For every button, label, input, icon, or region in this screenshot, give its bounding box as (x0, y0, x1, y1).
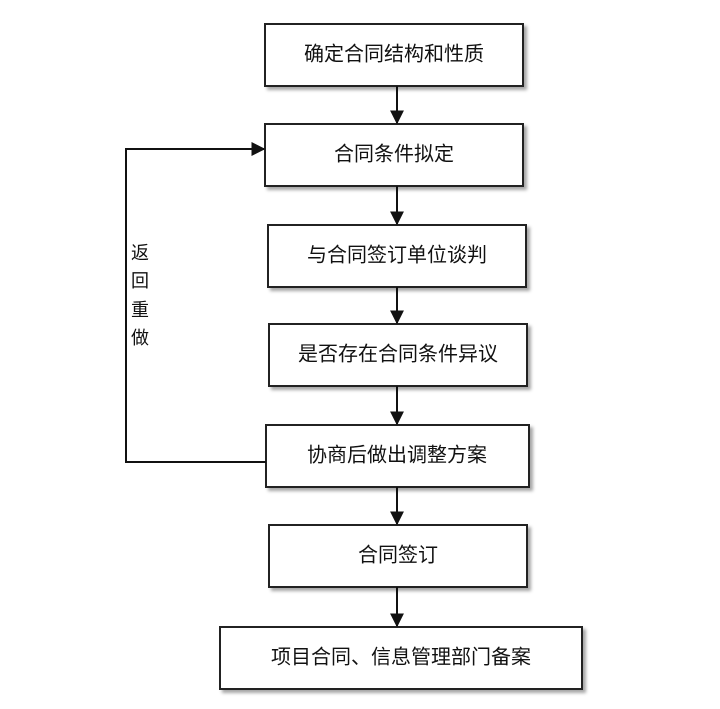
step-check-objection: 是否存在合同条件异议 (268, 323, 528, 387)
step-box (264, 123, 524, 187)
loop-label-char: 重 (131, 300, 149, 321)
step-box (264, 23, 524, 87)
step-label: 确定合同结构和性质 (304, 42, 484, 66)
loop-label-char: 回 (131, 271, 149, 292)
step-label: 项目合同、信息管理部门备案 (271, 645, 531, 669)
step-archive: 项目合同、信息管理部门备案 (219, 626, 583, 690)
loop-label-char: 返 (131, 243, 149, 264)
step-box (219, 626, 583, 690)
step-box (268, 524, 528, 588)
step-label: 合同签订 (358, 543, 438, 567)
loop-label-char: 做 (131, 328, 149, 349)
step-label: 是否存在合同条件异议 (298, 342, 498, 366)
step-label: 与合同签订单位谈判 (307, 243, 487, 267)
step-draft-conditions: 合同条件拟定 (264, 123, 524, 187)
loop-label: 返 回 重 做 (131, 243, 149, 349)
step-label: 合同条件拟定 (334, 142, 454, 166)
step-determine-structure: 确定合同结构和性质 (264, 23, 524, 87)
loop-back-arrow (125, 142, 266, 463)
step-negotiate: 与合同签订单位谈判 (267, 224, 527, 288)
step-sign-contract: 合同签订 (268, 524, 528, 588)
step-label: 协商后做出调整方案 (307, 443, 487, 467)
step-box (268, 323, 528, 387)
step-adjust-plan: 协商后做出调整方案 (265, 424, 530, 488)
